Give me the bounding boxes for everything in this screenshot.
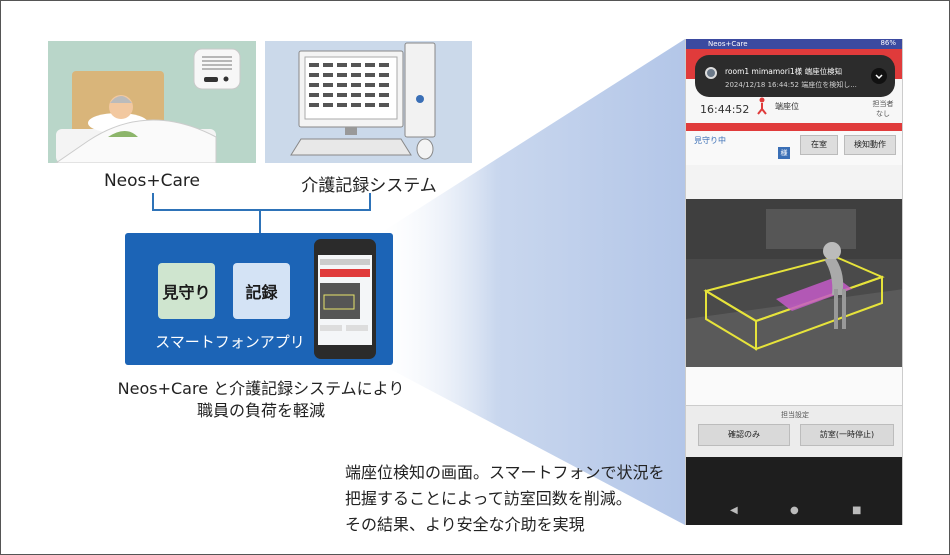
notification-subtitle: 2024/12/18 16:44:52 端座位を検知し... (725, 81, 857, 89)
mimamori-tile: 見守り (158, 263, 215, 319)
back-icon[interactable]: ◀ (730, 505, 738, 516)
connector-horizontal (152, 209, 371, 211)
description-line2: 把握することによって訪室回数を削減。 (345, 489, 632, 508)
app-caption: スマートフォンアプリ (155, 333, 305, 351)
result-text-line2: 職員の負荷を軽減 (196, 401, 325, 420)
sitting-person-icon (757, 97, 767, 115)
depth-camera-image (686, 199, 902, 367)
chevron-down-icon[interactable] (871, 68, 887, 84)
connector-left (152, 193, 154, 211)
app-icon (705, 67, 717, 79)
mini-phone-icon (314, 239, 376, 359)
monitoring-row: 見守り中 様 在室 検知動作 (686, 131, 902, 165)
recent-apps-icon[interactable]: ■ (852, 505, 862, 516)
alert-time: 16:44:52 (700, 103, 750, 116)
connector-down (259, 209, 261, 233)
result-text-line1: Neos+Care と介護記録システムにより (117, 379, 405, 398)
description-line1: 端座位検知の画面。スマートフォンで状況を (345, 463, 665, 482)
settings-label: 担当設定 (781, 411, 809, 419)
sensor-illustration (48, 41, 256, 164)
assignment-settings: 担当設定 確認のみ 訪室(一時停止) (686, 405, 902, 457)
resident-in-bed-icon (54, 48, 241, 164)
monitoring-badge: 様 (778, 147, 790, 159)
camera-view (686, 199, 902, 367)
monitoring-label: 見守り中 (694, 136, 726, 145)
kiroku-tile: 記録 (233, 263, 290, 319)
in-room-button[interactable]: 在室 (800, 135, 838, 155)
camera-footer (686, 367, 902, 405)
mini-phone-screen (318, 255, 372, 345)
android-nav-bar: ◀ ● ■ (686, 457, 902, 525)
notification-title: room1 mimamori1様 端座位検知 (725, 67, 843, 76)
phone-screenshot: Neos+Care 86% 16:44:52 端座位 担当者 なし room1 … (685, 39, 903, 525)
visit-room-button[interactable]: 訪室(一時停止) (800, 424, 894, 446)
pc-illustration (265, 41, 472, 163)
confirm-only-button[interactable]: 確認のみ (698, 424, 790, 446)
smartphone-app-box: 見守り 記録 スマートフォンアプリ (125, 233, 393, 365)
battery-level: 86% (880, 39, 896, 47)
neos-care-label: Neos+Care (103, 171, 201, 191)
push-notification[interactable]: room1 mimamori1様 端座位検知 2024/12/18 16:44:… (695, 55, 895, 97)
description-line3: その結果、より安全な介助を実現 (345, 515, 585, 534)
assignee-none: 担当者 なし (872, 100, 894, 118)
detection-action-button[interactable]: 検知動作 (844, 135, 896, 155)
alert-event: 端座位 (775, 102, 799, 111)
home-icon[interactable]: ● (790, 505, 799, 516)
kaigo-system-label: 介護記録システム (301, 176, 437, 196)
status-bar: Neos+Care (686, 39, 902, 49)
connector-right (369, 193, 371, 211)
computer-icon (290, 42, 436, 160)
